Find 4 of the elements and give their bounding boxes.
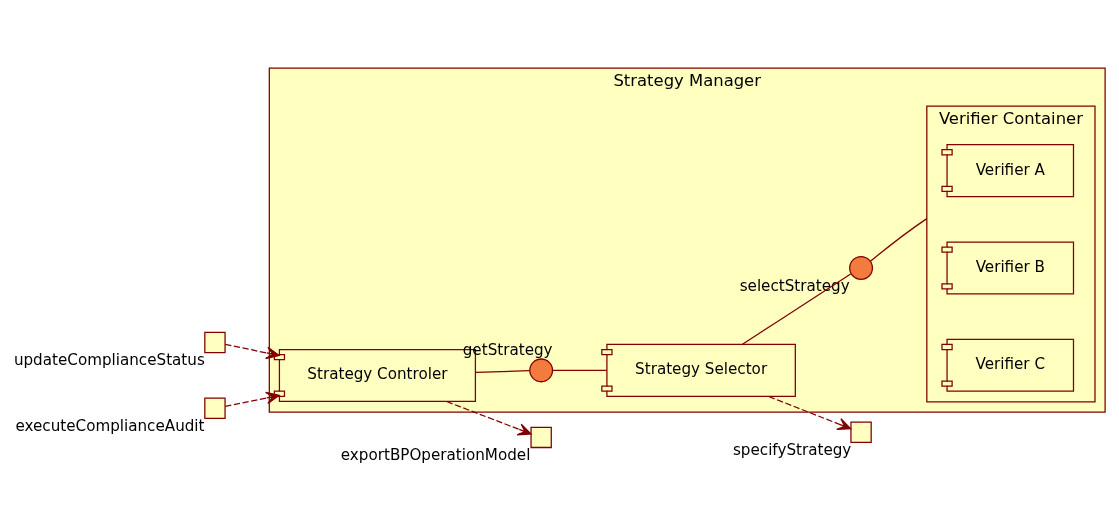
node-label: executeComplianceAudit [15, 416, 205, 435]
node-label: updateComplianceStatus [13, 350, 205, 369]
node-label: specifyStrategy [732, 440, 852, 459]
node-label: exportBPOperationModel [340, 445, 531, 464]
